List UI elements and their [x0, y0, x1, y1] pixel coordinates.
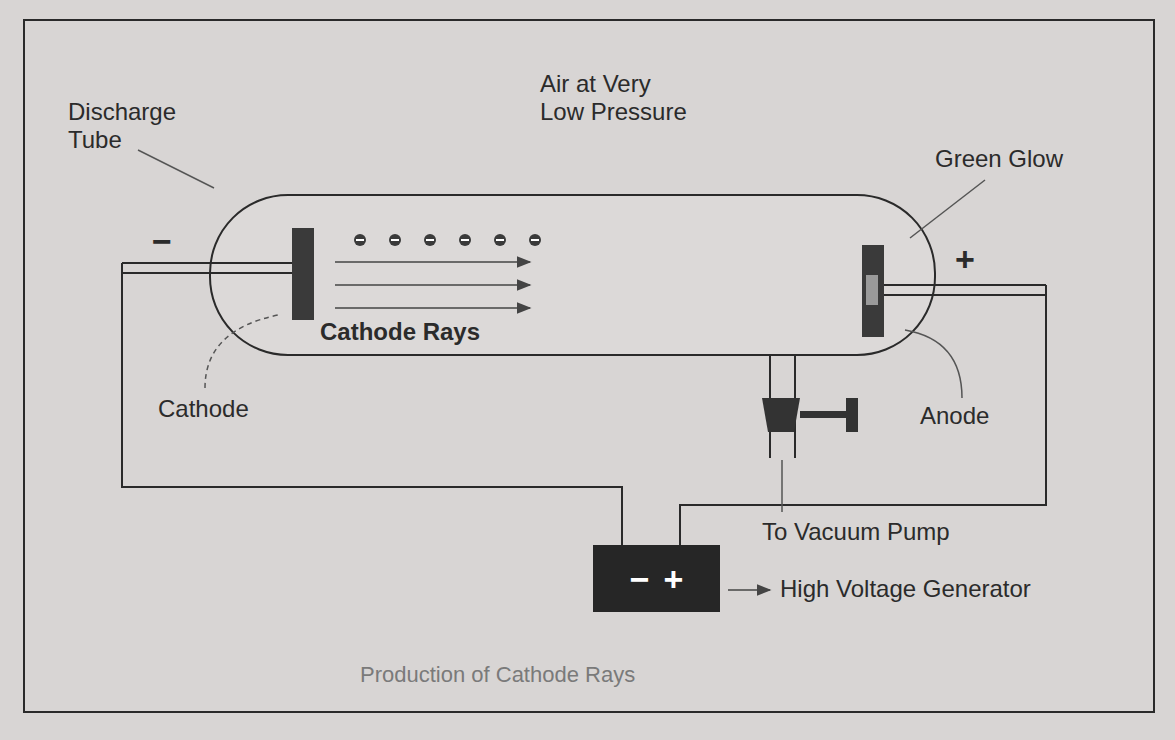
ray-arrows — [335, 262, 530, 308]
leader-line — [205, 315, 278, 388]
leader-line — [905, 330, 962, 398]
anode-plate — [862, 245, 884, 337]
polarity-sign: + — [664, 562, 684, 596]
polarity-sign: − — [630, 562, 650, 596]
wire — [680, 285, 1046, 545]
cathode-plate — [292, 228, 314, 320]
part-label: High Voltage Generator — [780, 575, 1031, 603]
part-label: Cathode — [158, 395, 249, 423]
part-label: Anode — [920, 402, 989, 430]
polarity-sign: − — [152, 222, 172, 261]
leader-line — [138, 150, 214, 188]
generator-box: −+ — [593, 545, 720, 612]
stopcock — [762, 398, 800, 432]
electrons — [354, 234, 541, 246]
part-label: To Vacuum Pump — [762, 518, 950, 546]
part-label: Cathode Rays — [320, 318, 480, 346]
polarity-sign: + — [955, 240, 975, 279]
frame — [24, 20, 1154, 712]
wire — [122, 263, 622, 545]
note-label: Air at Very Low Pressure — [540, 70, 700, 125]
leader-line — [910, 180, 985, 238]
part-label: Green Glow — [935, 145, 1063, 173]
part-label: Discharge Tube — [68, 98, 198, 153]
discharge-tube — [210, 195, 935, 355]
caption: Production of Cathode Rays — [360, 662, 635, 687]
